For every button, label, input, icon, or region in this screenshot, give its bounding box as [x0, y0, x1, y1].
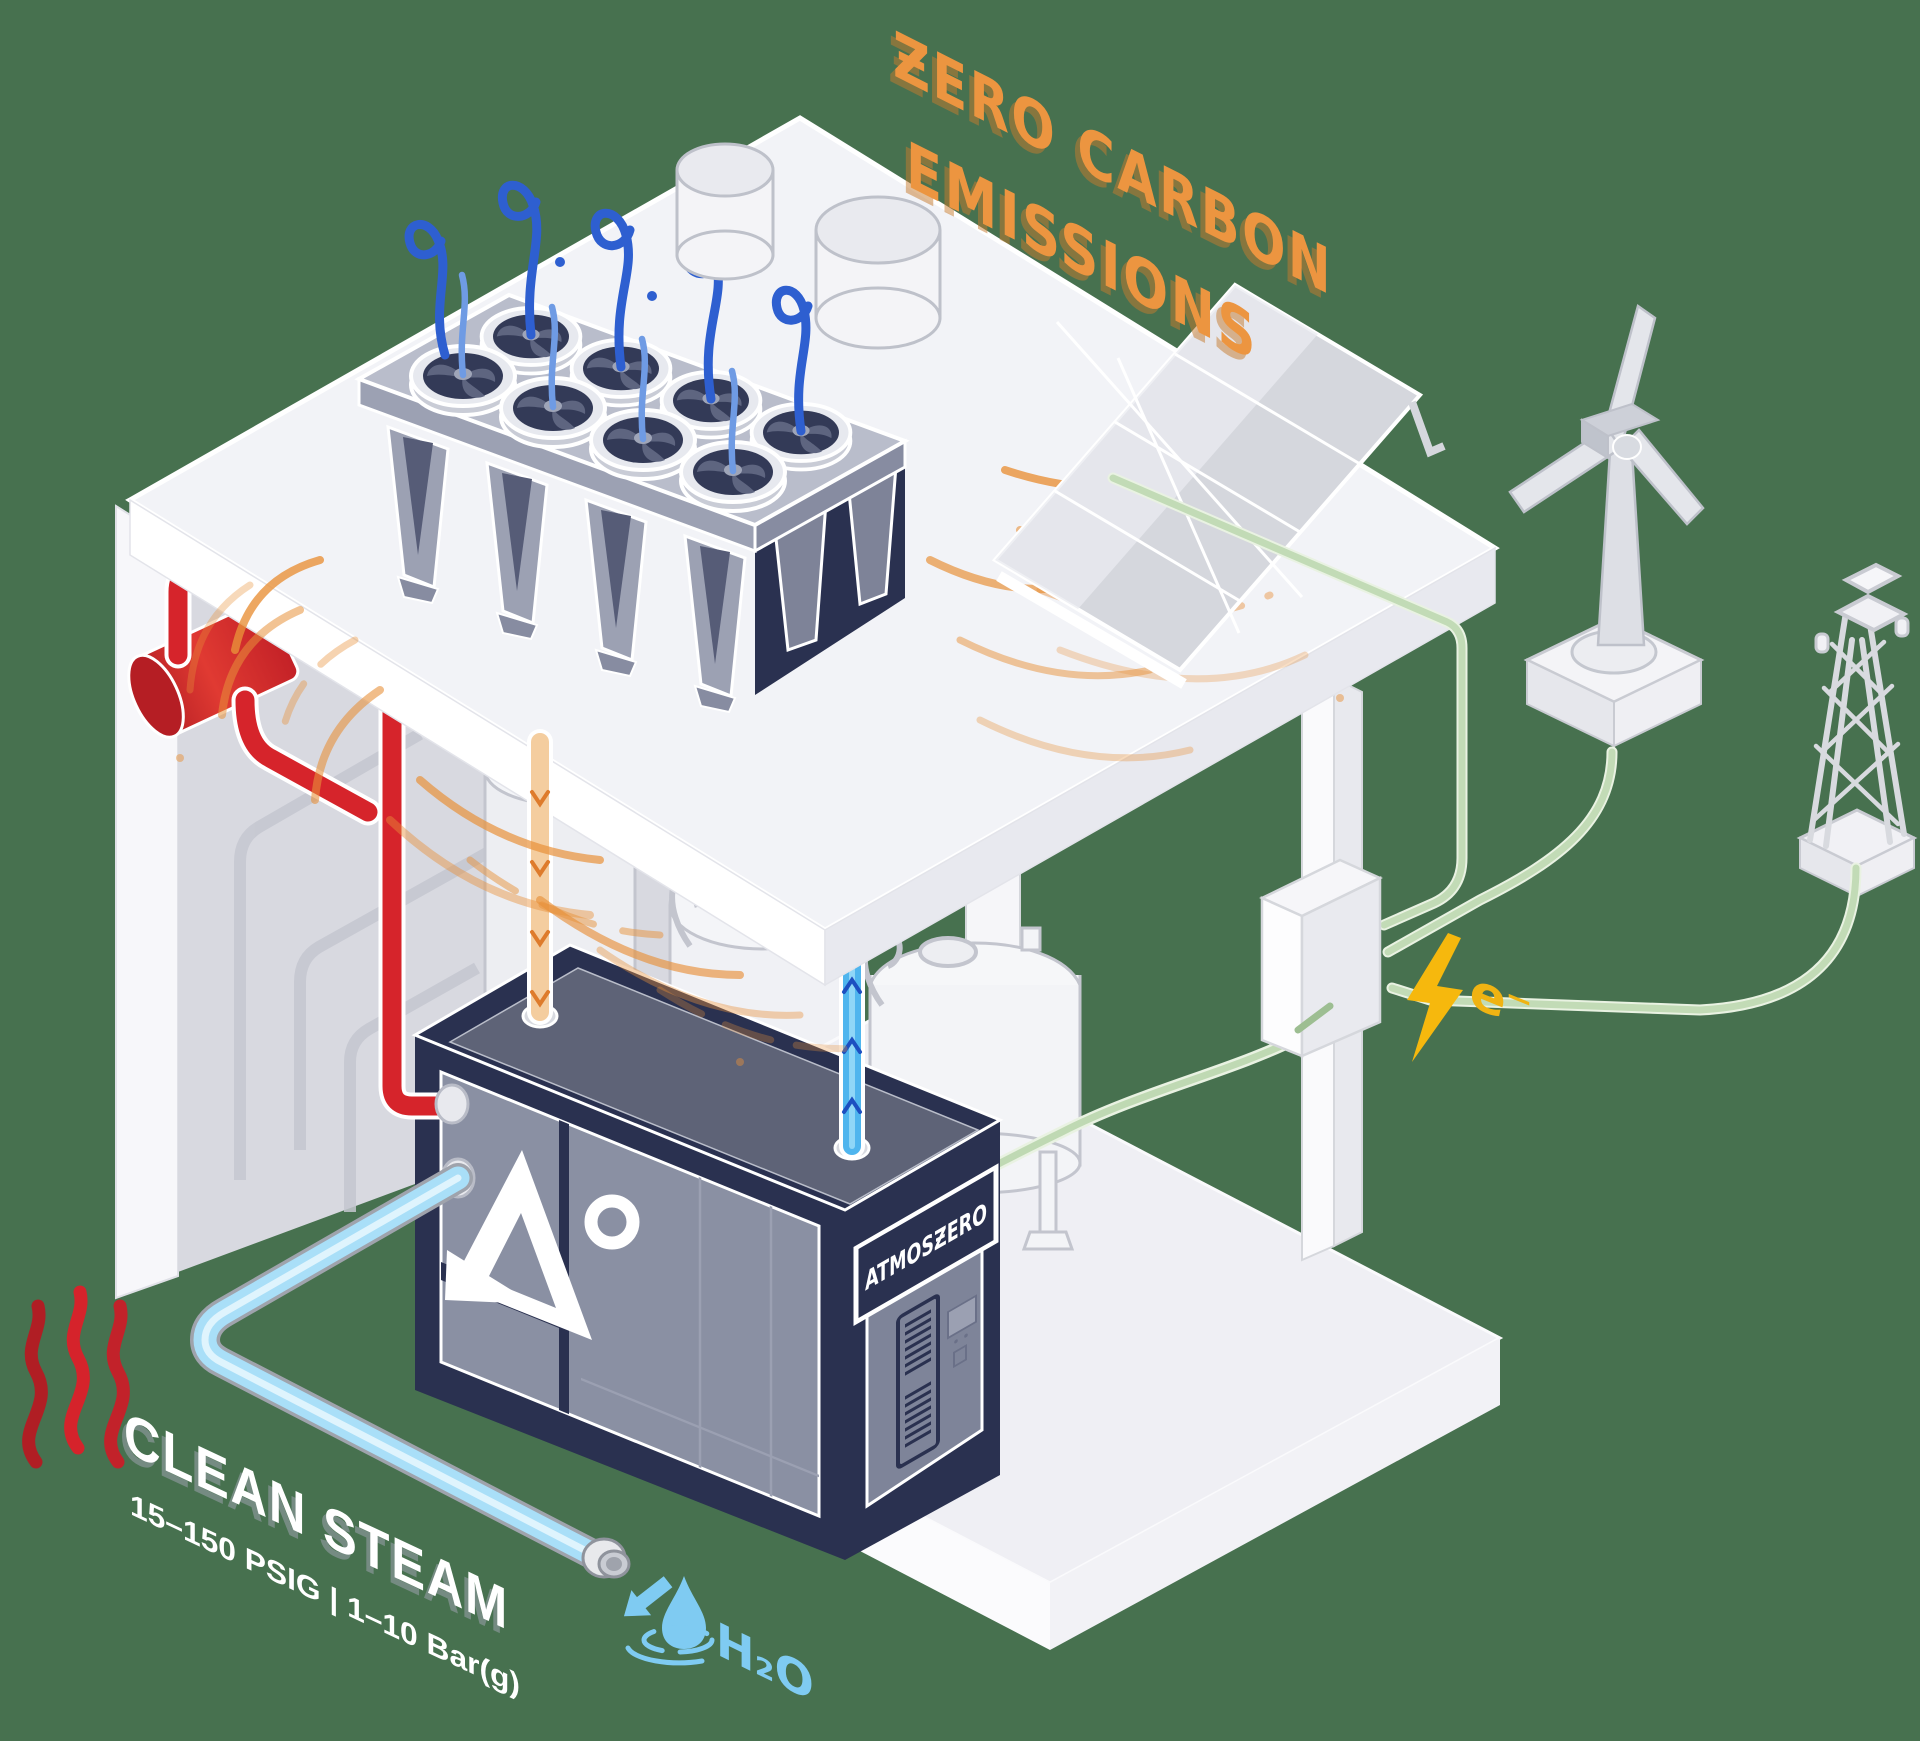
electron-label: e⁻ [1470, 958, 1533, 1044]
solar-panel [991, 282, 1446, 689]
roof-cylinders [675, 142, 942, 350]
water-feed-callout: H₂O [623, 1576, 814, 1713]
boiler-container: ATMOSƵERO [411, 943, 1004, 1560]
ripple-icon [625, 1625, 715, 1666]
atmoszero-logo [445, 1150, 640, 1340]
heat-waves-icon [22, 1285, 130, 1469]
cool-air-swirls [404, 180, 847, 475]
vent-grille-icon [896, 1294, 940, 1469]
wind-turbine [1508, 303, 1705, 748]
transmission-tower [1796, 562, 1918, 898]
hot-feed-pipe [527, 729, 553, 1025]
water-label: H₂O [716, 1612, 814, 1713]
feedwater-arrow-icon [623, 1576, 673, 1617]
clean-steam-callout: CLEAN STEAM CLEAN STEAM 15–150 PSIG | 1–… [120, 1399, 520, 1703]
vapor-riser-pipe [839, 947, 865, 1159]
steam-pipe-flange [581, 1537, 631, 1579]
fan-condenser-unit [354, 292, 910, 714]
electrical-panel-box [1259, 858, 1383, 1058]
clean-steam-pipe [190, 1163, 611, 1571]
lightning-bolt-icon [1407, 933, 1463, 1062]
fan-unit-legs [386, 424, 898, 714]
renewable-power-wires [1107, 472, 1862, 1016]
